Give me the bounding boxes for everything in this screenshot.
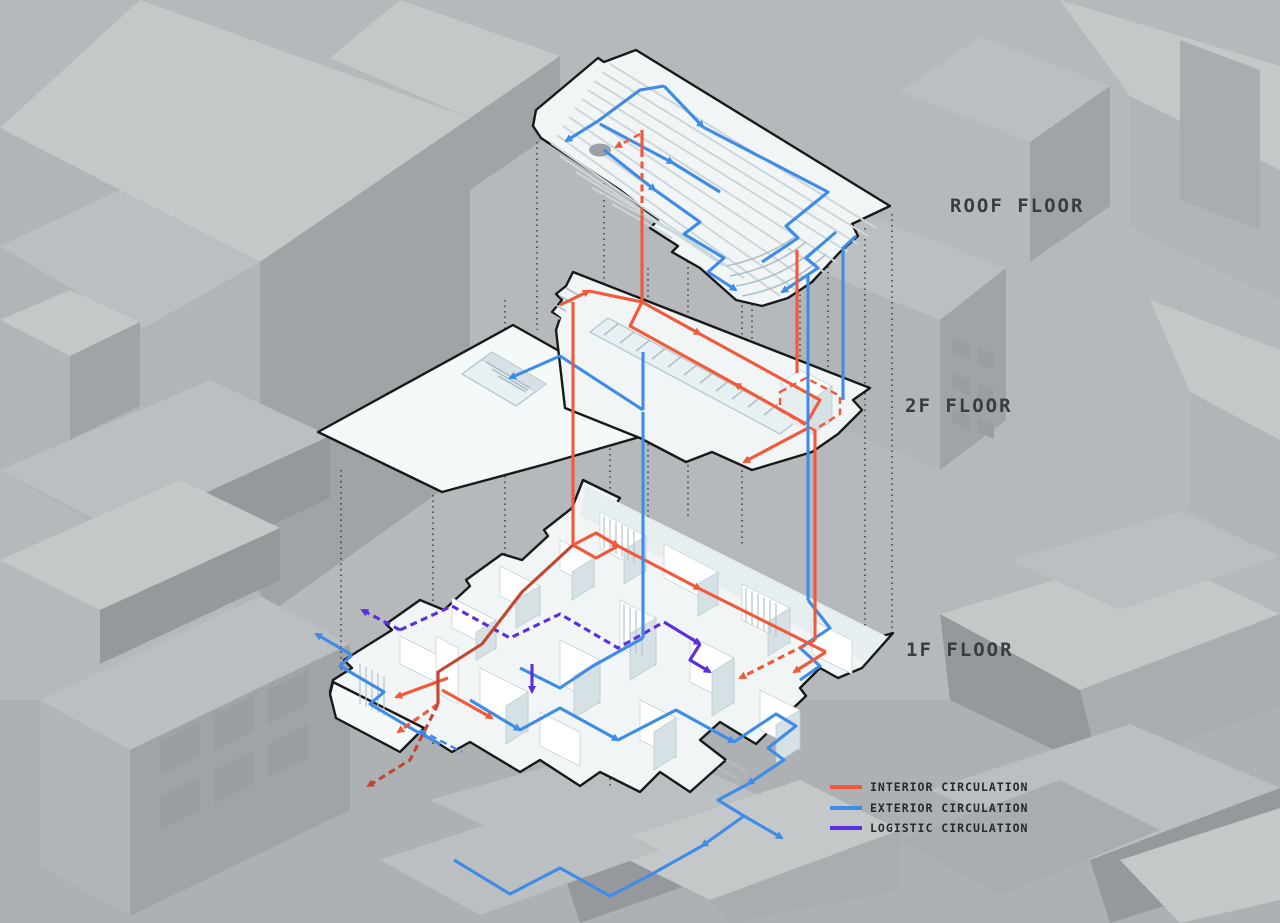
legend-label-interior: INTERIOR CIRCULATION: [870, 780, 1028, 794]
legend-item-logistic: LOGISTIC CIRCULATION: [830, 821, 1028, 835]
floor-roof-oculus: [589, 143, 611, 157]
facade-windows-right: [952, 336, 994, 439]
floor-2f-gallery-treads: [603, 323, 779, 416]
vertical-exterior: [641, 262, 845, 638]
vertical-connectors: [571, 130, 845, 640]
circulation-1f-logistic: [360, 604, 712, 694]
floor-1f-corrugation: [359, 516, 777, 716]
floor-1f-terrace: [328, 680, 426, 754]
legend-label-exterior: EXTERIOR CIRCULATION: [870, 801, 1028, 815]
circulation-roof-interior: [614, 132, 641, 149]
legend-item-interior: INTERIOR CIRCULATION: [830, 780, 1028, 794]
legend-label-logistic: LOGISTIC CIRCULATION: [870, 821, 1028, 835]
facade-windows-left: [160, 670, 308, 830]
floor-2f-skylight-louvers: [485, 361, 531, 393]
circulation-1f-interior-dark: [366, 543, 575, 788]
circulation-roof-exterior: [564, 84, 858, 294]
legend-item-exterior: EXTERIOR CIRCULATION: [830, 801, 1028, 815]
floor-labels: ROOF FLOOR 2F FLOOR 1F FLOOR: [905, 195, 1084, 661]
floor-1f-backwall: [580, 486, 886, 662]
label-1f-floor: 1F FLOOR: [906, 639, 1014, 661]
circulation-1f-exterior: [314, 599, 832, 898]
vertical-interior: [571, 130, 817, 640]
legend: INTERIOR CIRCULATION EXTERIOR CIRCULATIO…: [830, 780, 1028, 835]
floor-2f-stair: [547, 287, 579, 320]
circulation-2f-interior: [559, 289, 842, 464]
floor-1f-entry-stair: [701, 759, 749, 797]
label-2f-floor: 2F FLOOR: [905, 395, 1013, 417]
label-roof-floor: ROOF FLOOR: [950, 195, 1084, 217]
circulation-2f-exterior: [508, 352, 645, 412]
